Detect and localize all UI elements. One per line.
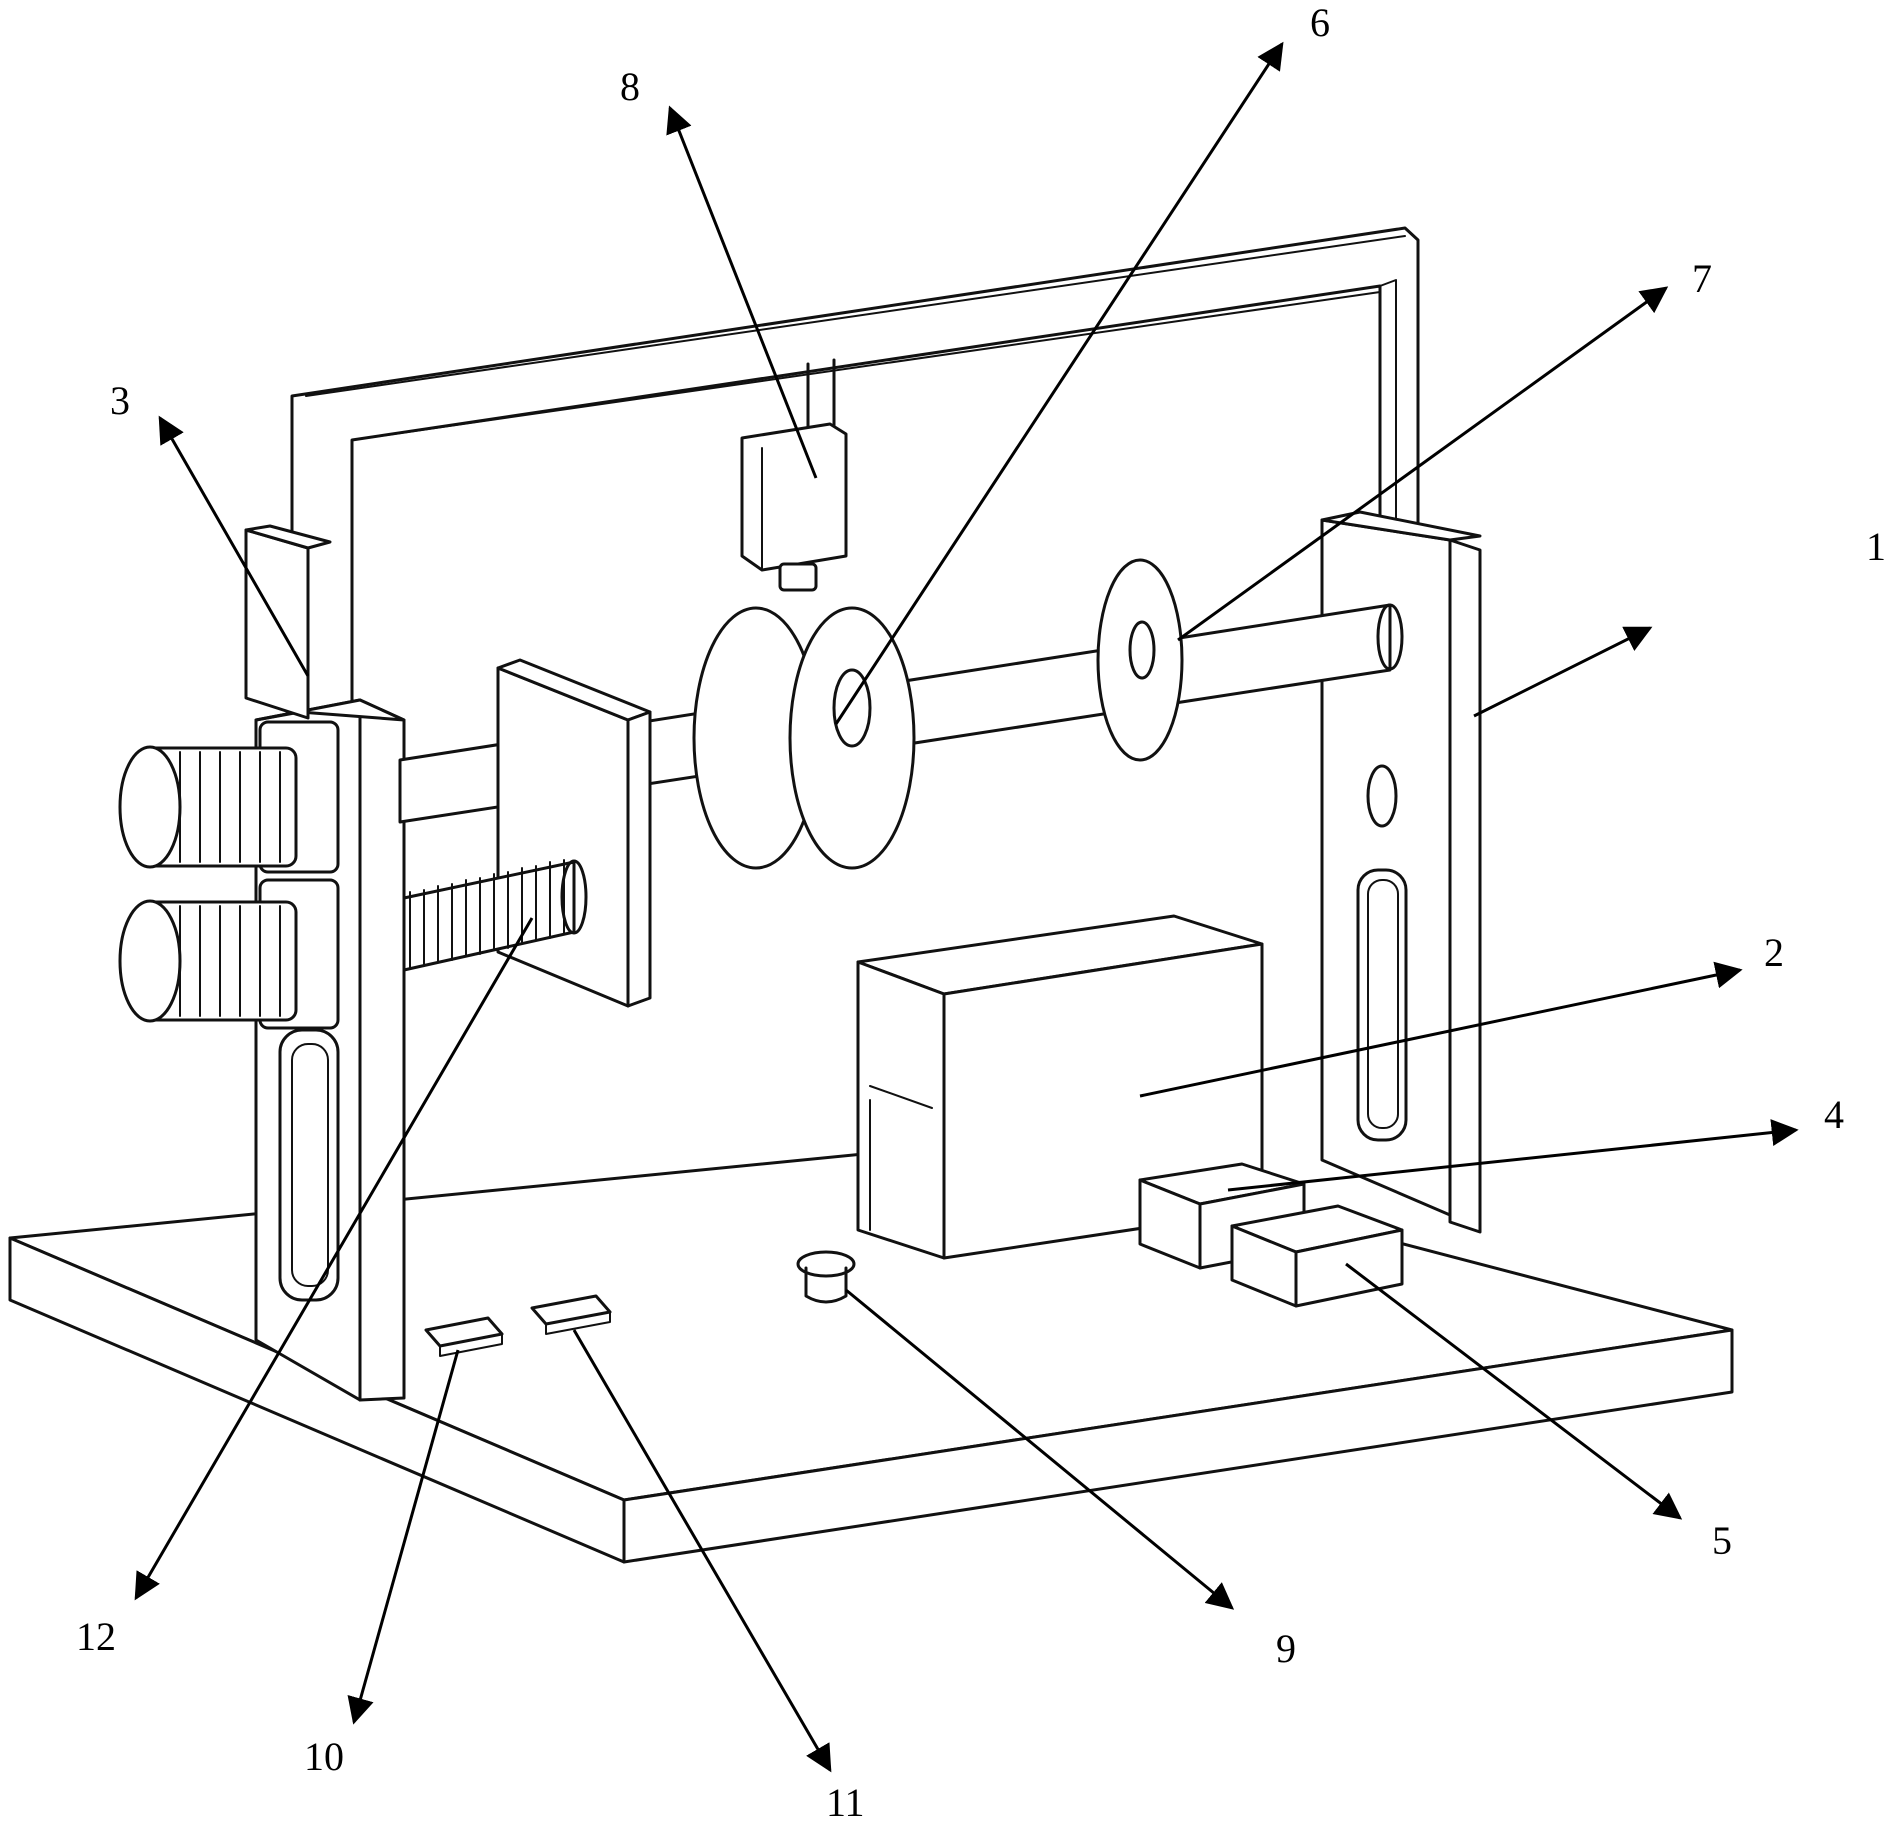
label-2: 2 (1764, 930, 1784, 975)
label-4: 4 (1824, 1092, 1844, 1137)
label-10: 10 (304, 1734, 344, 1779)
knob-lower (120, 880, 338, 1028)
label-5: 5 (1712, 1518, 1732, 1563)
label-12: 12 (76, 1614, 116, 1659)
disc-pair (694, 608, 914, 868)
disc-single (1098, 560, 1182, 760)
knob-upper (120, 722, 338, 872)
label-9: 9 (1276, 1626, 1296, 1671)
label-6: 6 (1310, 0, 1330, 45)
label-8: 8 (620, 64, 640, 109)
label-1: 1 (1866, 524, 1886, 569)
camera-module (742, 360, 846, 590)
slider-plate (498, 660, 650, 1006)
label-11: 11 (826, 1780, 865, 1824)
label-3: 3 (110, 378, 130, 423)
label-7: 7 (1692, 256, 1712, 301)
